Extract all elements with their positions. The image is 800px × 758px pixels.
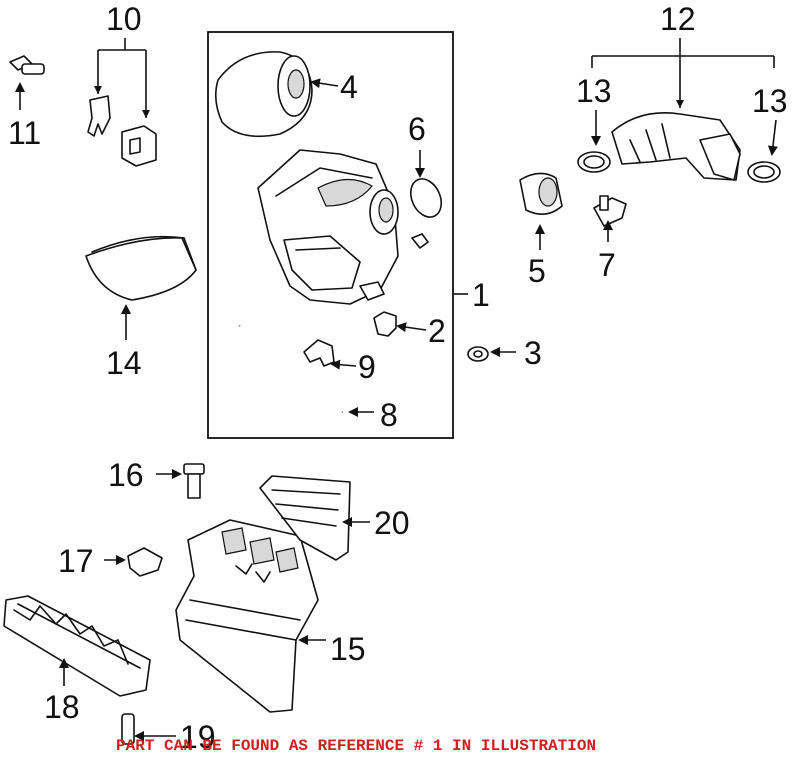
callout-18: 18 <box>44 689 80 725</box>
part-16-bolt <box>156 463 205 499</box>
callout-10: 10 <box>106 1 142 37</box>
part-13-clamp-right <box>747 119 781 183</box>
part-17-clip <box>104 547 163 577</box>
callout-13-left: 13 <box>576 73 612 109</box>
callout-3: 3 <box>524 335 542 371</box>
part-10-clips <box>87 38 157 167</box>
part-6-seal-ring <box>409 150 443 218</box>
part-9-bracket <box>303 339 357 370</box>
part-4-filter-element <box>214 51 339 138</box>
small-clip <box>411 233 429 249</box>
part-8-hose <box>238 324 374 417</box>
callout-19: 19 <box>180 719 216 755</box>
callout-20: 20 <box>374 505 410 541</box>
part-7-sensor <box>593 195 627 242</box>
callout-12: 12 <box>660 1 696 37</box>
part-13-clamp-left <box>577 110 611 173</box>
callout-1: 1 <box>472 277 490 313</box>
callout-9: 9 <box>358 349 376 385</box>
part-19-pin <box>121 713 176 745</box>
part-1-air-box-housing <box>257 149 399 305</box>
callout-4: 4 <box>340 69 358 105</box>
callout-11: 11 <box>8 115 41 151</box>
part-3-washer <box>467 346 516 362</box>
part-11-bolt <box>9 55 45 110</box>
callout-13-right: 13 <box>752 83 788 119</box>
part-12-intake-boot <box>591 38 775 181</box>
part-2-grommet <box>373 311 427 337</box>
callout-7: 7 <box>598 247 616 283</box>
callout-6: 6 <box>408 111 426 147</box>
reference-notice: PART CAN BE FOUND AS REFERENCE # 1 IN IL… <box>116 737 596 755</box>
callout-2: 2 <box>428 313 446 349</box>
part-14-duct <box>85 235 197 340</box>
callout-16: 16 <box>108 457 144 493</box>
part-5-rubber-mount <box>519 172 563 250</box>
callout-8: 8 <box>380 397 398 433</box>
callout-5: 5 <box>528 253 546 289</box>
part-20-cover <box>259 475 370 561</box>
callout-14: 14 <box>106 345 142 381</box>
part-15-duct-housing <box>175 519 326 713</box>
assembly-box <box>207 31 454 439</box>
callout-17: 17 <box>58 543 94 579</box>
part-18-grille <box>3 595 151 697</box>
callout-15: 15 <box>330 631 366 667</box>
